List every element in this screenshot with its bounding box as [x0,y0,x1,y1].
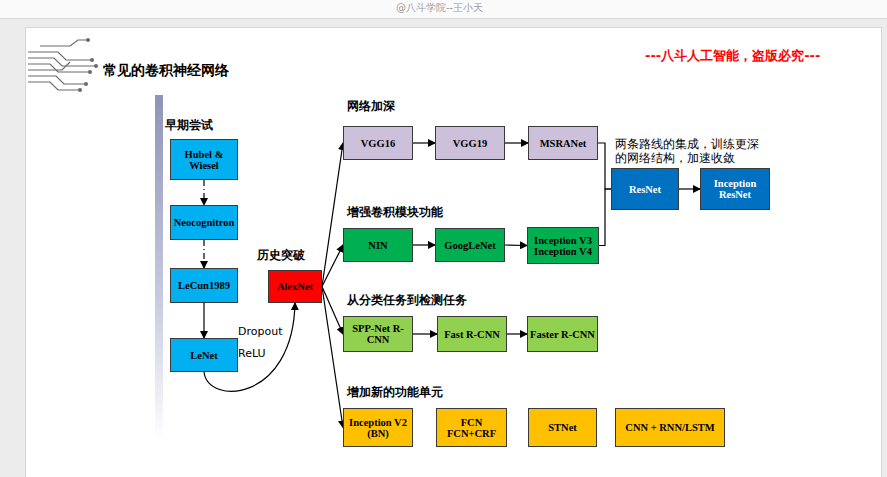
connector-arrow [322,287,343,428]
timeline-bar [155,95,163,440]
network-box: NIN [343,228,413,262]
box-label: STNet [548,422,577,433]
network-box: STNet [528,408,597,447]
note-label: Dropout [238,325,282,338]
watermark: @八斗学院--王小天 [396,2,483,14]
connector-arrow [203,180,204,205]
connector-arrow [413,333,437,334]
network-box: ResNet [611,168,679,210]
connector-arrow [505,244,527,246]
box-label: VGG16 [361,138,395,149]
network-box: Inception ResNet [700,168,770,210]
network-box: Faster R-CNN [527,316,598,352]
box-label: ResNet [629,184,661,195]
network-box: Hubel & Wiesel [170,139,238,180]
connector-arrow [413,142,435,143]
network-box: SPP-Net R-CNN [343,316,413,352]
box-label: AlexNet [277,281,313,292]
note-label: ReLU [238,347,266,360]
box-label: FCN FCN+CRF [446,417,498,439]
network-box: VGG16 [343,126,413,160]
note-label: 两条路线的集成，训练更深的网络结构，加速收敛 [615,137,765,165]
box-label: Inception ResNet [703,178,767,200]
connector-arrow [598,143,611,189]
network-box: FCN FCN+CRF [436,408,507,447]
connector-arrow [599,189,611,246]
connector-arrow [322,245,343,287]
box-label: Inception V2 (BN) [347,417,409,439]
note-label: 从分类任务到检测任务 [347,293,467,307]
connector-arrow [505,142,528,143]
note-label: 早期尝试 [165,118,213,132]
box-label: Faster R-CNN [530,329,595,340]
network-box: VGG19 [435,126,505,160]
connector-arrow [322,143,343,287]
network-box: LeCun1989 [170,268,238,303]
network-box: LeNet [170,338,238,372]
connector-arrow [203,240,204,268]
slide-title: 常见的卷积神经网络 [103,62,229,80]
box-label: Neocognitron [174,217,234,228]
note-label: 历史突破 [257,248,305,262]
connector-arrow [413,244,435,245]
box-label: LeCun1989 [178,280,230,291]
network-box: MSRANet [528,126,598,160]
copyright-notice: ---八斗人工智能，盗版必究--- [645,48,820,63]
network-box: CNN + RNN/LSTM [615,408,725,447]
connector-arrow [203,303,204,338]
network-box: Inception V2 (BN) [343,408,413,447]
network-box: GoogLeNet [435,228,505,262]
connector-arrow [679,188,700,189]
network-box: Fast R-CNN [437,316,507,352]
connector-arrow [507,333,527,334]
box-label: VGG19 [453,138,487,149]
network-box: Inception V3 Inception V4 [527,227,599,264]
box-label: CNN + RNN/LSTM [625,422,714,433]
box-label: Hubel & Wiesel [174,149,234,171]
box-label: Fast R-CNN [444,329,500,340]
box-label: LeNet [190,350,217,361]
box-label: MSRANet [540,138,587,149]
network-box: AlexNet [268,270,322,303]
box-label: NIN [368,240,387,251]
box-label: Inception V3 Inception V4 [530,235,596,257]
box-label: GoogLeNet [444,240,495,251]
box-label: SPP-Net R-CNN [347,323,409,345]
note-label: 网络加深 [347,99,395,113]
note-label: 增强卷积模块功能 [347,205,443,219]
note-label: 增加新的功能单元 [347,385,443,399]
network-box: Neocognitron [170,205,238,240]
